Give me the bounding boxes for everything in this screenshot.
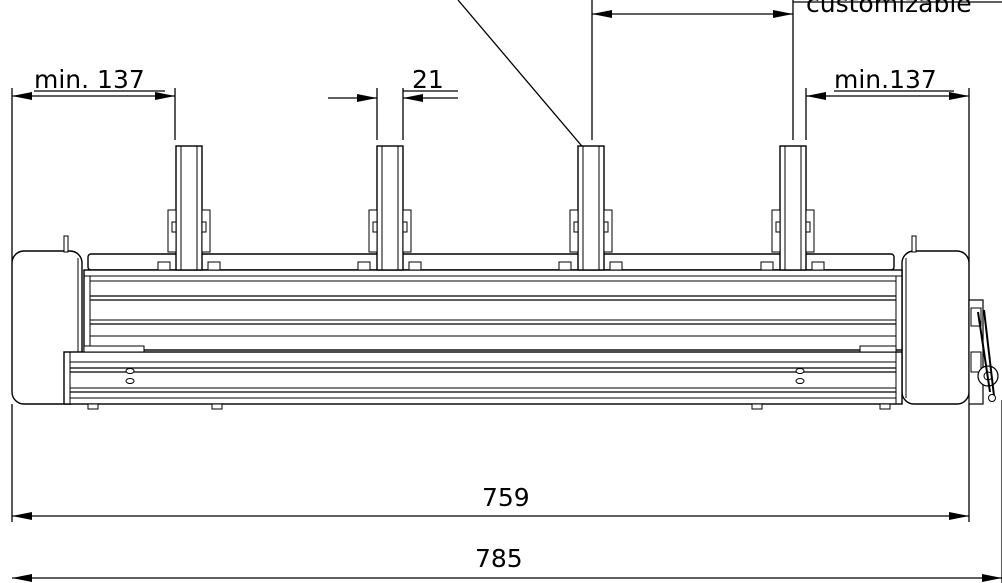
column-2 (357, 145, 422, 271)
dimension-label-min-right: min.137 (834, 65, 937, 94)
column-3 (558, 145, 623, 271)
dimension-label-customizable: customizable (806, 0, 972, 18)
machine-drawing (11, 235, 999, 410)
column-4 (760, 145, 825, 271)
column-1 (157, 145, 221, 271)
dimension-label-spacing: 21 (412, 65, 444, 94)
dimension-lines (11, 0, 1002, 583)
dimension-label-outer-width: 785 (475, 544, 523, 573)
dimension-label-min-left: min. 137 (34, 65, 145, 94)
dimension-label-inner-width: 759 (482, 483, 530, 512)
